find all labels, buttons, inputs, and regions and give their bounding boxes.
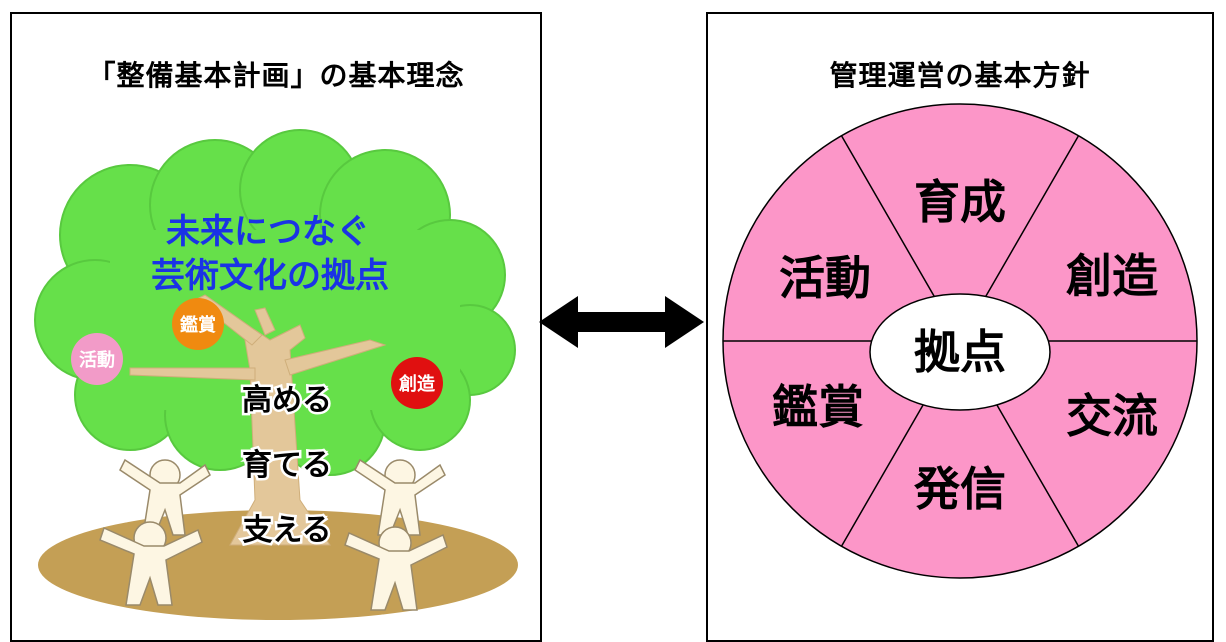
tree-headline-line1: 未来につなぐ [166,212,370,252]
person-figure [354,458,446,536]
right-panel-title: 管理運営の基本方針 [829,59,1091,92]
segment-ikusei: 育成 [914,175,1006,229]
diagram-canvas: 未来につなぐ 芸術文化の拠点 鑑賞 活動 創造 [34,103,1198,620]
badge-kansho: 鑑賞 [172,298,224,350]
person-figure [344,526,448,611]
segment-hasshin: 発信 [914,462,1006,516]
policy-wheel: 拠点 育成 創造 交流 発信 鑑賞 活動 [722,103,1198,579]
segment-katsudo: 活動 [779,251,871,305]
tree-illustration: 未来につなぐ 芸術文化の拠点 鑑賞 活動 創造 [34,129,518,620]
segment-kansho: 鑑賞 [772,380,864,434]
badge-sozo-label: 創造 [398,373,435,395]
people-figures [99,458,448,611]
badge-sozo: 創造 [391,357,443,409]
tree-headline-line2: 芸術文化の拠点 [151,256,389,296]
verb-sodateru: 育てる [242,448,332,483]
tree-trunk [129,294,387,546]
double-arrow [539,296,704,348]
person-figure [99,521,203,606]
verb-takameru: 高める [242,383,332,418]
badge-kansho-label: 鑑賞 [180,314,216,336]
wheel-center-label: 拠点 [914,325,1006,379]
badge-katsudo-label: 活動 [79,349,115,371]
wheel-center [869,293,1051,411]
verb-sasaeru: 支える [242,513,331,548]
segment-koryu: 交流 [1066,389,1158,443]
left-panel-title: 「整備基本計画」の基本理念 [87,59,465,92]
verb-labels: 高める 育てる 支える [240,381,335,551]
segment-sozo: 創造 [1066,249,1158,303]
badge-katsudo: 活動 [71,333,123,385]
